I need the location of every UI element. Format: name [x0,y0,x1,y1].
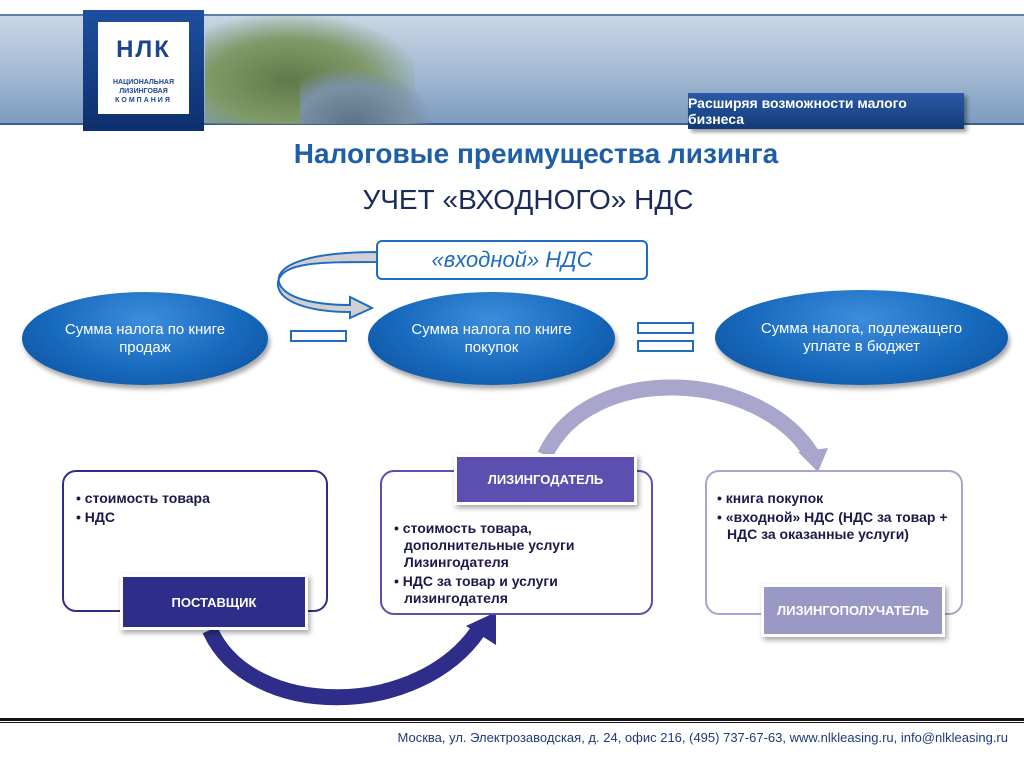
logo-mark: НЛК [116,36,171,63]
arrowhead-lessee [798,448,828,472]
minus-sign [290,330,347,342]
lessee-label: ЛИЗИНГОПОЛУЧАТЕЛЬ [761,584,945,637]
list-item: стоимость товара, дополнительные услуги … [392,520,641,571]
tagline: Расширяя возможности малого бизнеса [688,93,964,129]
footer-divider [0,718,1024,723]
lessor-label: ЛИЗИНГОДАТЕЛЬ [454,454,637,505]
sales-book-tax-ellipse: Сумма налога по книге продаж [22,292,268,385]
footer-contacts: Москва, ул. Электрозаводская, д. 24, офи… [397,730,1008,745]
arrowhead-lessor [466,612,496,645]
equals-sign-bottom [637,340,694,352]
logo-line: НАЦИОНАЛЬНАЯ [113,79,174,86]
list-item: НДС за товар и услуги лизингодателя [392,573,641,607]
logo-line: КОМПАНИЯ [115,97,172,104]
equals-sign-top [637,322,694,334]
arc-arrow-supplier-to-lessor [202,623,487,706]
supplier-label: ПОСТАВЩИК [120,574,308,630]
banner-photo-cliff [300,70,430,124]
page-subtitle: УЧЕТ «ВХОДНОГО» НДС [362,184,694,215]
list-item: книга покупок [715,490,953,507]
company-logo: НЛК НАЦИОНАЛЬНАЯ ЛИЗИНГОВАЯ КОМПАНИЯ [83,10,204,131]
list-item: «входной» НДС (НДС за товар + НДС за ока… [715,509,953,543]
list-item: стоимость товара [74,490,316,507]
list-item: НДС [74,509,316,526]
curved-arrow-input-vat [276,250,379,320]
logo-line: ЛИЗИНГОВАЯ [119,88,168,95]
purchase-book-tax-ellipse: Сумма налога по книге покупок [368,292,615,385]
budget-tax-ellipse: Сумма налога, подлежащего уплате в бюдже… [715,290,1008,385]
arc-arrow-lessor-to-lessee [537,379,819,460]
input-vat-box: «входной» НДС [376,240,648,280]
page-title: Налоговые преимущества лизинга [293,138,779,169]
